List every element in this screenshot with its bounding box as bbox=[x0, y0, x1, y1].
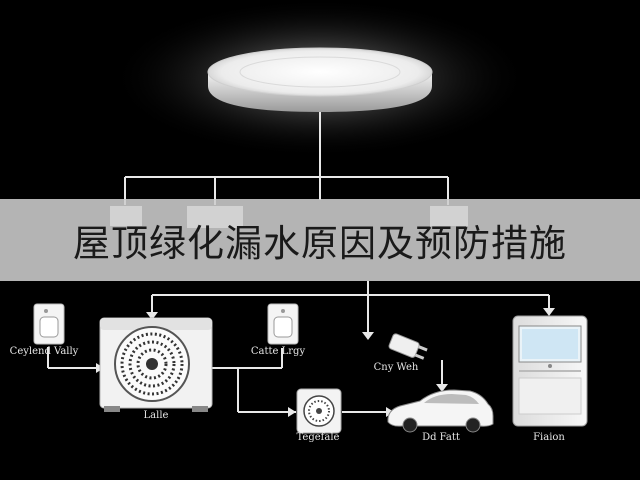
plug-label: Cny Weh bbox=[373, 362, 419, 373]
car-icon bbox=[387, 389, 494, 433]
left-switch-label: Ceylend Vally bbox=[9, 346, 79, 357]
title-banner: 屋顶绿化漏水原因及预防措施 bbox=[0, 199, 640, 281]
fan-box-icon bbox=[296, 388, 342, 434]
ac-unit-icon bbox=[99, 317, 213, 412]
bottom-connection-lines bbox=[47, 281, 550, 413]
tower-unit-icon bbox=[512, 315, 588, 427]
car-label: Dd Fatt bbox=[422, 432, 460, 443]
left-wall-switch-icon bbox=[33, 303, 65, 345]
ac-unit-label: Lalle bbox=[143, 410, 169, 421]
fan-box-label: Tegefale bbox=[296, 432, 340, 443]
arrowheads bbox=[96, 308, 555, 417]
plug-adapter-icon bbox=[388, 333, 428, 360]
mid-switch-label: Catte Lrgy bbox=[250, 346, 306, 357]
ceiling-lamp-icon bbox=[207, 47, 433, 112]
middle-wall-switch-icon bbox=[267, 303, 299, 345]
banner-title: 屋顶绿化漏水原因及预防措施 bbox=[73, 222, 567, 265]
tower-label: Fiaion bbox=[533, 432, 565, 443]
